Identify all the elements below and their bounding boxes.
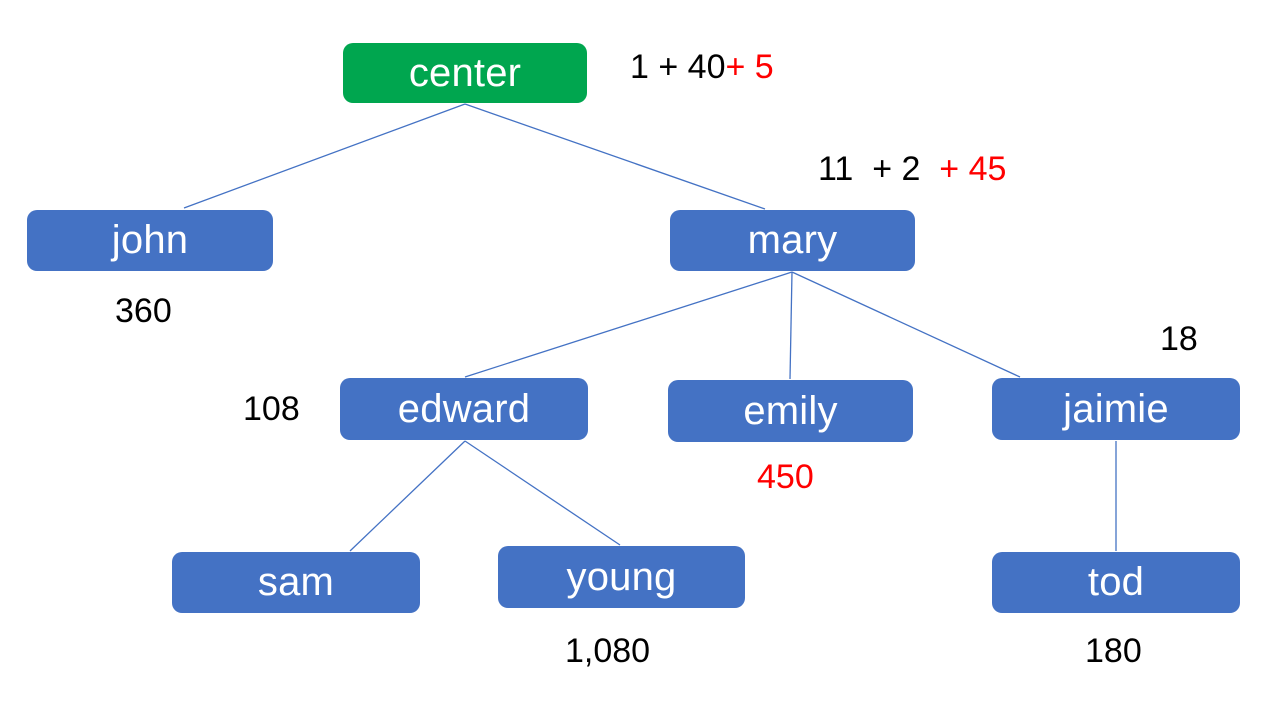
jaimie-annotation: 18 [1160, 320, 1198, 359]
edge-edward-sam [349, 440, 466, 552]
node-label-john: john [111, 218, 189, 262]
tod-annotation-black-text: 180 [1085, 632, 1142, 670]
node-mary[interactable]: mary [670, 210, 915, 271]
edward-annotation: 108 [243, 390, 300, 429]
node-jaimie[interactable]: jaimie [992, 378, 1240, 440]
node-center[interactable]: center [343, 43, 587, 103]
mary-annotation: 11 + 2 + 45 [818, 150, 1006, 189]
edge-mary-edward [464, 271, 793, 378]
edge-center-john [183, 103, 466, 209]
tod-annotation: 180 [1085, 632, 1142, 671]
mary-annotation-black-text: 11 + 2 [818, 150, 930, 188]
john-annotation-black-text: 360 [115, 292, 172, 330]
node-label-center: center [408, 50, 522, 95]
center-annotation: 1 + 40+ 5 [630, 48, 774, 87]
node-emily[interactable]: emily [668, 380, 913, 442]
emily-annotation-red-text: 450 [757, 458, 814, 496]
node-label-tod: tod [1087, 560, 1145, 604]
edge-mary-jaimie [791, 271, 1021, 378]
mary-annotation-red-text: + 45 [929, 150, 1007, 188]
center-annotation-red-text: + 5 [725, 48, 774, 86]
node-sam[interactable]: sam [172, 552, 420, 613]
edward-annotation-black-text: 108 [243, 390, 300, 428]
edge-mary-emily [789, 271, 793, 380]
node-label-young: young [566, 554, 677, 599]
john-annotation: 360 [115, 292, 172, 331]
node-label-edward: edward [397, 386, 531, 431]
center-annotation-black-text: 1 + 40 [630, 48, 726, 86]
jaimie-annotation-black-text: 18 [1160, 320, 1198, 358]
young-annotation: 1,080 [565, 632, 650, 671]
node-john[interactable]: john [27, 210, 273, 271]
node-label-emily: emily [743, 388, 838, 433]
node-label-jaimie: jaimie [1063, 386, 1169, 431]
node-label-mary: mary [747, 218, 838, 262]
node-edward[interactable]: edward [340, 378, 588, 440]
node-young[interactable]: young [498, 546, 745, 608]
young-annotation-black-text: 1,080 [565, 632, 651, 670]
node-tod[interactable]: tod [992, 552, 1240, 613]
edge-center-mary [464, 103, 766, 210]
edge-edward-young [464, 440, 621, 546]
node-label-sam: sam [257, 560, 335, 604]
emily-annotation: 450 [757, 458, 814, 497]
